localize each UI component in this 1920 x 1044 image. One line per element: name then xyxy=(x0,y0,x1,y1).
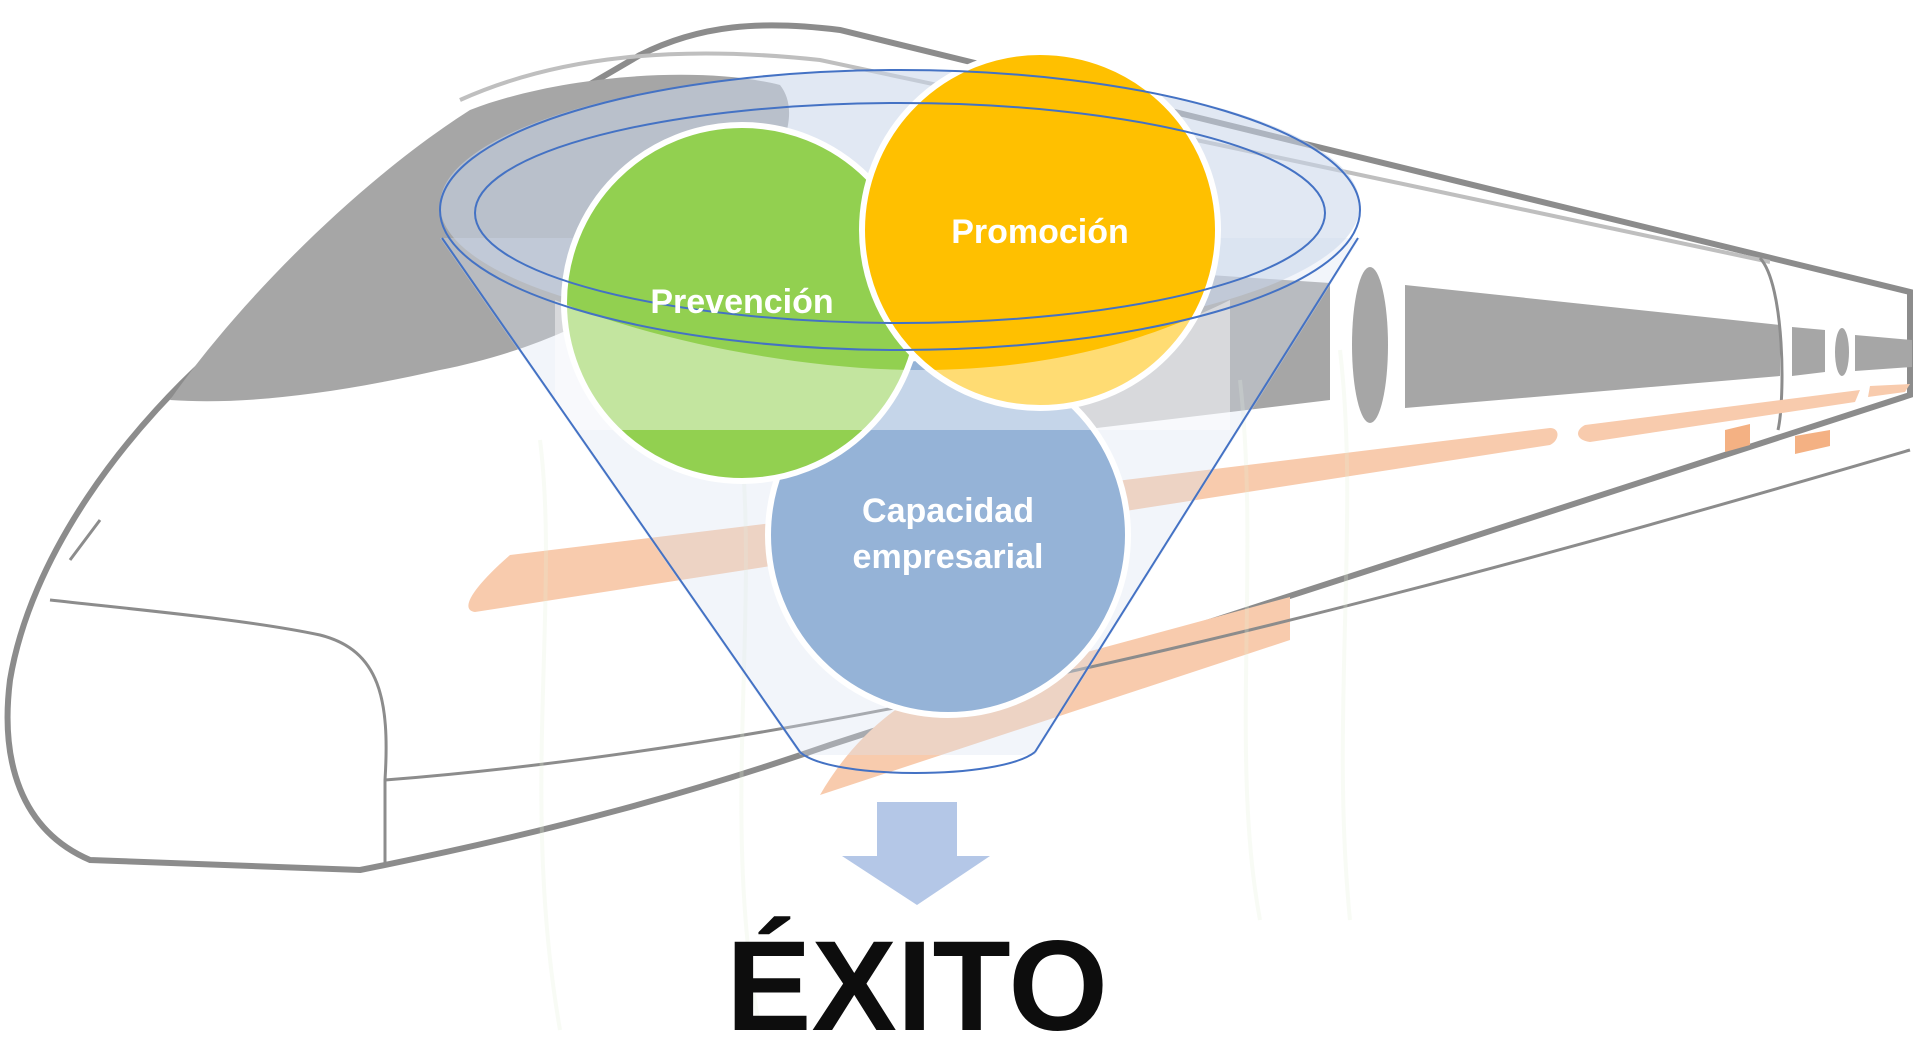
funnel-bottom xyxy=(799,751,1036,774)
train-side-windows-2 xyxy=(1405,285,1780,408)
funnel-overlay xyxy=(555,300,1230,430)
result-label: ÉXITO xyxy=(726,915,1108,1044)
funnel-outer-rim xyxy=(439,69,1361,351)
funnel-outline xyxy=(439,69,1361,774)
label-prevencion: Prevención xyxy=(650,283,833,321)
train-side-windows-3 xyxy=(1792,327,1825,376)
circle-group xyxy=(561,49,1221,718)
train-reflection xyxy=(538,349,1352,1031)
train-lower-stripe xyxy=(820,597,1290,795)
label-capacidad-line1: Capacidad xyxy=(862,492,1034,530)
funnel-left-side xyxy=(441,237,801,753)
down-arrow-icon xyxy=(842,802,990,905)
label-capacidad-line2: empresarial xyxy=(853,538,1044,576)
label-promocion: Promoción xyxy=(951,213,1129,251)
funnel-inner-rim xyxy=(474,102,1326,324)
funnel-right-side xyxy=(1034,237,1359,753)
train-door-window xyxy=(1352,267,1388,423)
circle-promocion xyxy=(859,49,1221,411)
train-roof-line xyxy=(459,51,1771,264)
